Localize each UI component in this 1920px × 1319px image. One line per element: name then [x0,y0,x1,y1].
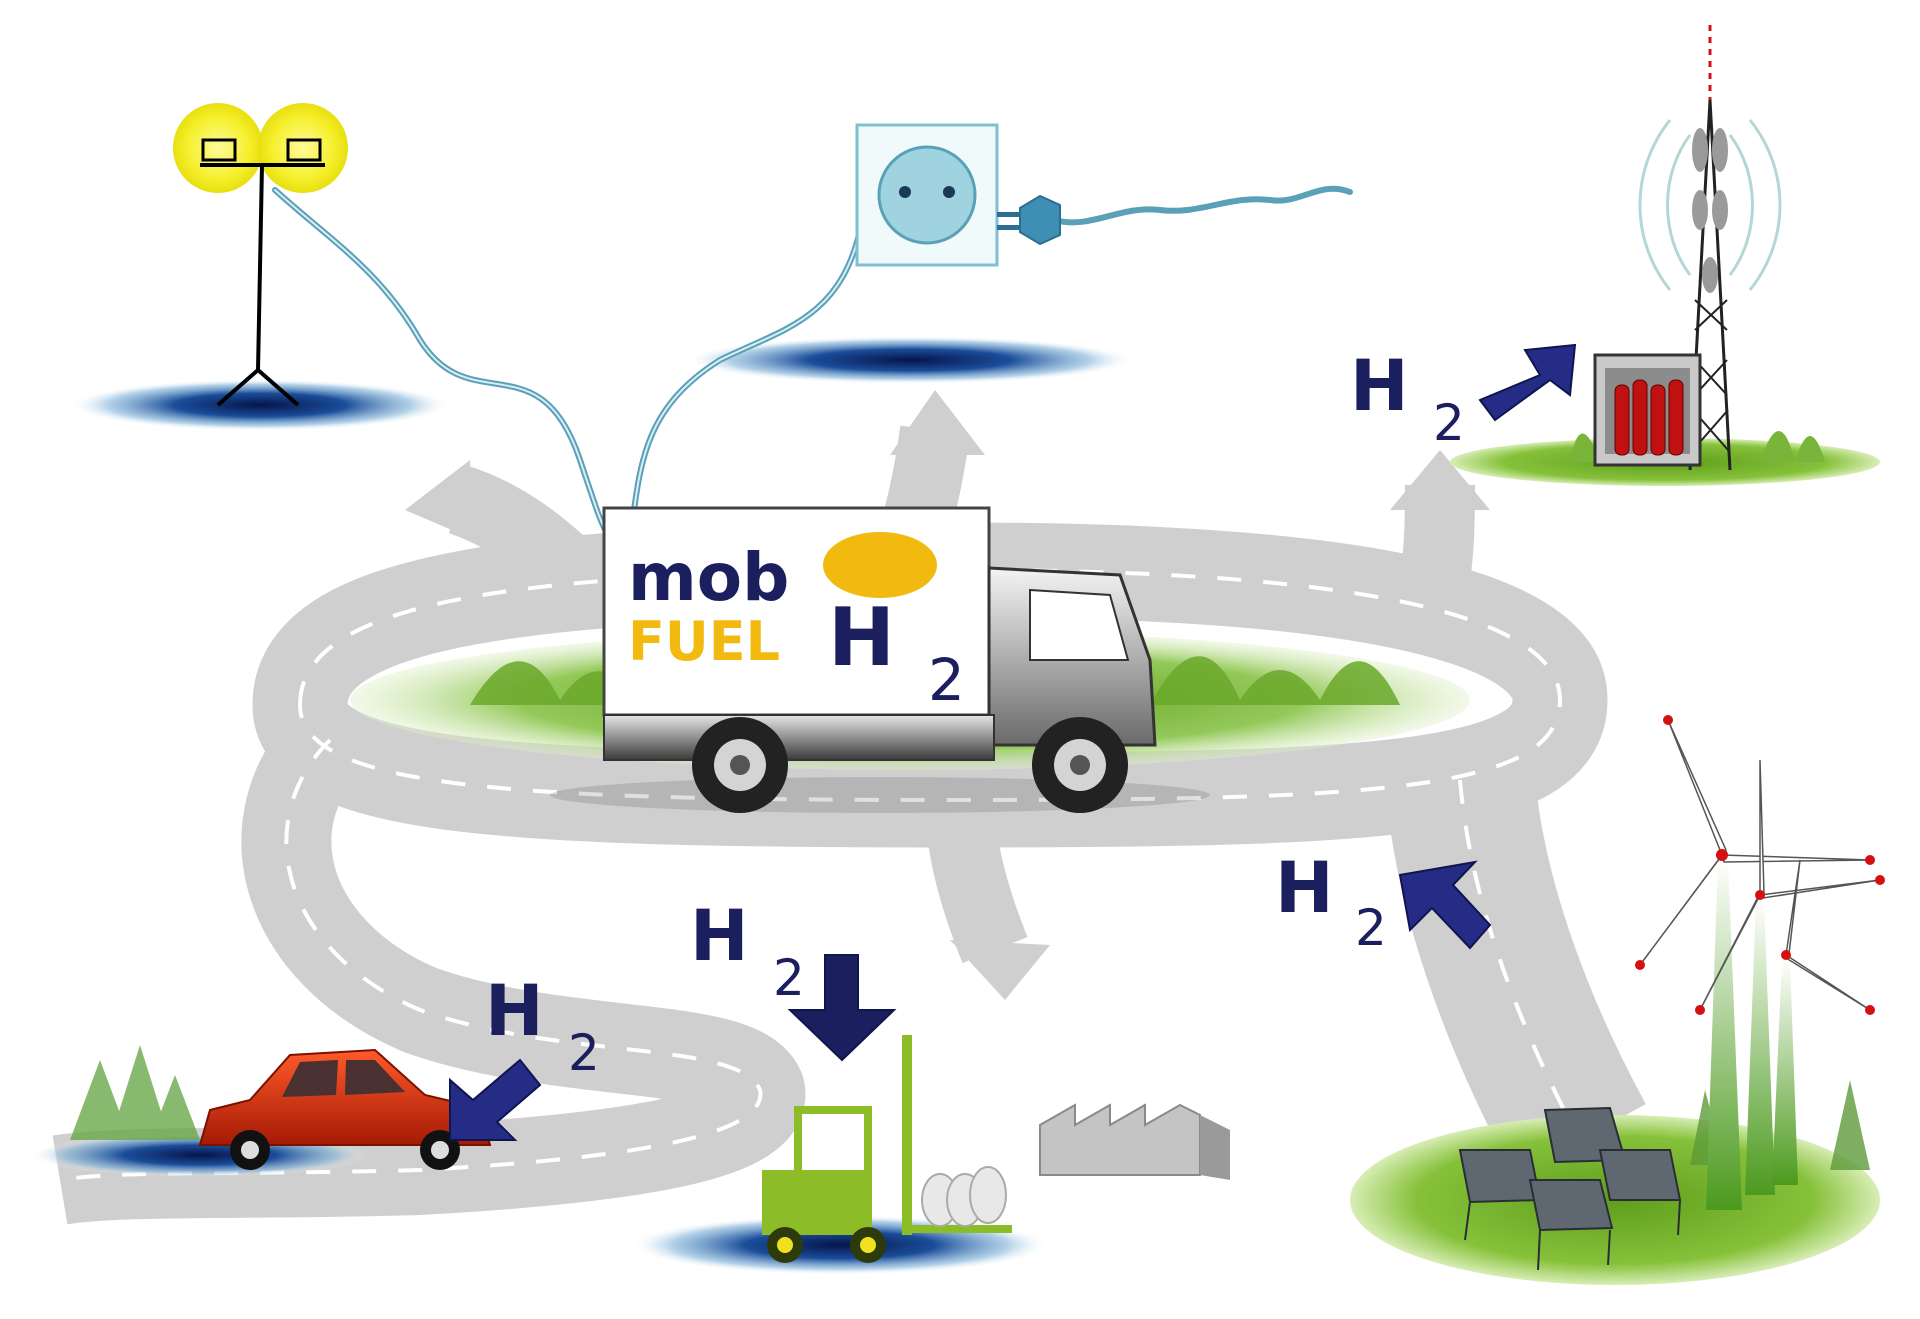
arrow-icon [1478,343,1577,422]
h2-subscript-car: 2 [568,1024,600,1082]
h2-label-energy: H [1275,847,1334,929]
plug-icon [997,194,1061,246]
h2-label-tower: H [1350,345,1409,427]
wind-turbine-icon [1635,715,1885,1210]
gas-cylinder-cabinet-icon [1593,353,1702,467]
truck-wheel-front [1032,717,1128,813]
truck-cargo-box [602,506,991,717]
antenna-tower-icon [1638,25,1782,471]
arrow-icon [1398,860,1492,950]
center-hills [470,656,1400,705]
lamp-shadow [70,379,450,431]
logo-h-letter: H [828,591,895,684]
car-icon [198,1048,492,1170]
logo-word-fuel: FUEL [628,610,780,673]
road-arrow-tips [405,390,1490,1000]
h2-subscript-forklift: 2 [773,949,805,1007]
lamp-icon [173,103,348,407]
h2-subscript-tower: 2 [1433,394,1465,452]
factory-icon [1039,1103,1230,1180]
logo-word-mob: mob [628,539,789,616]
power-cables-inner [274,189,861,541]
h2-label-car: H [485,970,544,1052]
forklift-icon [762,1035,1012,1263]
socket-icon [855,123,999,267]
h2-label-forklift: H [690,895,749,977]
logo-h-subscript: 2 [928,646,965,714]
solar-panel-icon [1458,1106,1682,1271]
arrow-icon [449,1058,542,1141]
left-trees [70,1045,200,1140]
tower-hills [1570,431,1825,462]
arrow-icon [787,954,897,1062]
h2-subscript-energy: 2 [1355,899,1387,957]
logo-yellow-dot [823,532,937,598]
truck-wheel-rear [692,717,788,813]
socket-shadow [685,336,1135,384]
truck-icon: mob FUEL H 2 [550,506,1210,813]
